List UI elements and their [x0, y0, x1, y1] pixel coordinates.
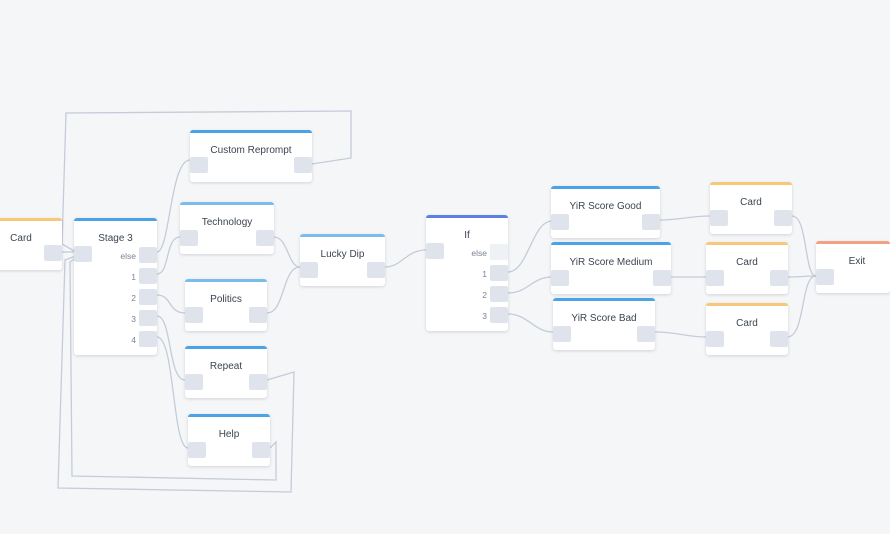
- port-label-4: 4: [131, 335, 136, 345]
- input-port[interactable]: [300, 262, 318, 278]
- input-port[interactable]: [706, 270, 724, 286]
- node-title: Card: [736, 257, 758, 268]
- wire-3-repeat: [156, 315, 186, 381]
- node-politics[interactable]: Politics: [185, 279, 267, 331]
- wire-4-help: [156, 336, 189, 449]
- wire-technology-luckydip: [273, 236, 301, 268]
- input-port[interactable]: [188, 442, 206, 458]
- node-title: Help: [218, 429, 240, 440]
- node-title: Lucky Dip: [320, 249, 365, 260]
- node-title: Technology: [201, 217, 253, 228]
- input-port[interactable]: [190, 157, 208, 173]
- output-port-4[interactable]: [139, 331, 157, 347]
- node-custom-reprompt[interactable]: Custom Reprompt: [190, 130, 312, 182]
- input-port[interactable]: [185, 307, 203, 323]
- output-port[interactable]: [367, 262, 385, 278]
- wire-cardtop-exit: [791, 215, 817, 277]
- wire-stage3-else-reprompt: [156, 159, 191, 253]
- output-port[interactable]: [770, 270, 788, 286]
- port-label-else: else: [120, 251, 136, 261]
- wire-bad-cardbottom: [654, 331, 707, 338]
- output-port-else[interactable]: [490, 244, 508, 260]
- wire-reprompt-loop: [61, 110, 352, 253]
- wire-help-loop: [69, 257, 277, 481]
- wire-if3-bad: [507, 313, 554, 333]
- output-port-2[interactable]: [490, 286, 508, 302]
- output-port-3[interactable]: [139, 310, 157, 326]
- input-port[interactable]: [551, 214, 569, 230]
- output-port[interactable]: [249, 307, 267, 323]
- output-port[interactable]: [256, 230, 274, 246]
- input-port[interactable]: [553, 326, 571, 342]
- input-port[interactable]: [816, 269, 834, 285]
- port-label-else: else: [471, 248, 487, 258]
- node-title: Politics: [210, 294, 242, 305]
- wire-1-technology: [156, 236, 181, 275]
- port-label-1: 1: [131, 272, 136, 282]
- output-port-else[interactable]: [139, 247, 157, 263]
- node-technology[interactable]: Technology: [180, 202, 274, 254]
- node-exit[interactable]: Exit: [816, 241, 890, 293]
- wire-repeat-loop: [57, 255, 295, 493]
- wire-2-politics: [156, 294, 186, 314]
- node-card-top[interactable]: Card: [710, 182, 792, 234]
- node-card-left[interactable]: Card: [0, 218, 62, 270]
- port-label-2: 2: [482, 290, 487, 300]
- node-yir-score-good[interactable]: YiR Score Good: [551, 186, 660, 238]
- output-port[interactable]: [637, 326, 655, 342]
- input-port[interactable]: [710, 210, 728, 226]
- wire-good-cardtop: [659, 215, 711, 221]
- node-title: Repeat: [209, 361, 243, 372]
- node-title: YiR Score Bad: [571, 313, 637, 324]
- output-port[interactable]: [774, 210, 792, 226]
- node-title: Custom Reprompt: [210, 145, 292, 156]
- output-port[interactable]: [249, 374, 267, 390]
- output-port-3[interactable]: [490, 307, 508, 323]
- input-port[interactable]: [180, 230, 198, 246]
- port-label-3: 3: [482, 311, 487, 321]
- input-port[interactable]: [551, 270, 569, 286]
- output-port[interactable]: [642, 214, 660, 230]
- output-port-2[interactable]: [139, 289, 157, 305]
- output-port-1[interactable]: [490, 265, 508, 281]
- node-lucky-dip[interactable]: Lucky Dip: [300, 234, 385, 286]
- node-repeat[interactable]: Repeat: [185, 346, 267, 398]
- node-yir-score-bad[interactable]: YiR Score Bad: [553, 298, 655, 350]
- wire-cardbottom-exit: [786, 275, 817, 338]
- port-label-2: 2: [131, 293, 136, 303]
- node-yir-score-medium[interactable]: YiR Score Medium: [551, 242, 671, 294]
- output-port[interactable]: [252, 442, 270, 458]
- output-port[interactable]: [770, 331, 788, 347]
- node-title: Card: [736, 318, 758, 329]
- input-port[interactable]: [185, 374, 203, 390]
- output-port[interactable]: [44, 245, 62, 261]
- node-if[interactable]: If else 1 2 3: [426, 215, 508, 331]
- port-label-1: 1: [482, 269, 487, 279]
- output-port[interactable]: [294, 157, 312, 173]
- node-card-mid[interactable]: Card: [706, 242, 788, 294]
- input-port[interactable]: [74, 246, 92, 262]
- wire-politics-luckydip: [266, 266, 301, 314]
- node-title: Exit: [848, 256, 866, 267]
- node-card-bottom[interactable]: Card: [706, 303, 788, 355]
- node-title: Card: [740, 197, 762, 208]
- node-title: Card: [10, 233, 32, 244]
- input-port[interactable]: [706, 331, 724, 347]
- wire-cardmid-exit: [786, 275, 817, 278]
- node-title: Stage 3: [98, 233, 133, 244]
- wire-if1-good: [507, 220, 553, 273]
- input-port[interactable]: [426, 243, 444, 259]
- node-title: YiR Score Medium: [569, 257, 653, 268]
- output-port[interactable]: [653, 270, 671, 286]
- output-port-1[interactable]: [139, 268, 157, 284]
- wire-luckydip-if: [384, 249, 427, 268]
- wire-if2-medium: [507, 276, 553, 294]
- port-label-3: 3: [131, 314, 136, 324]
- node-stage-3[interactable]: Stage 3 else 1 2 3 4: [74, 218, 157, 355]
- node-title: YiR Score Good: [569, 201, 642, 212]
- node-help[interactable]: Help: [188, 414, 270, 466]
- node-title: If: [464, 230, 470, 241]
